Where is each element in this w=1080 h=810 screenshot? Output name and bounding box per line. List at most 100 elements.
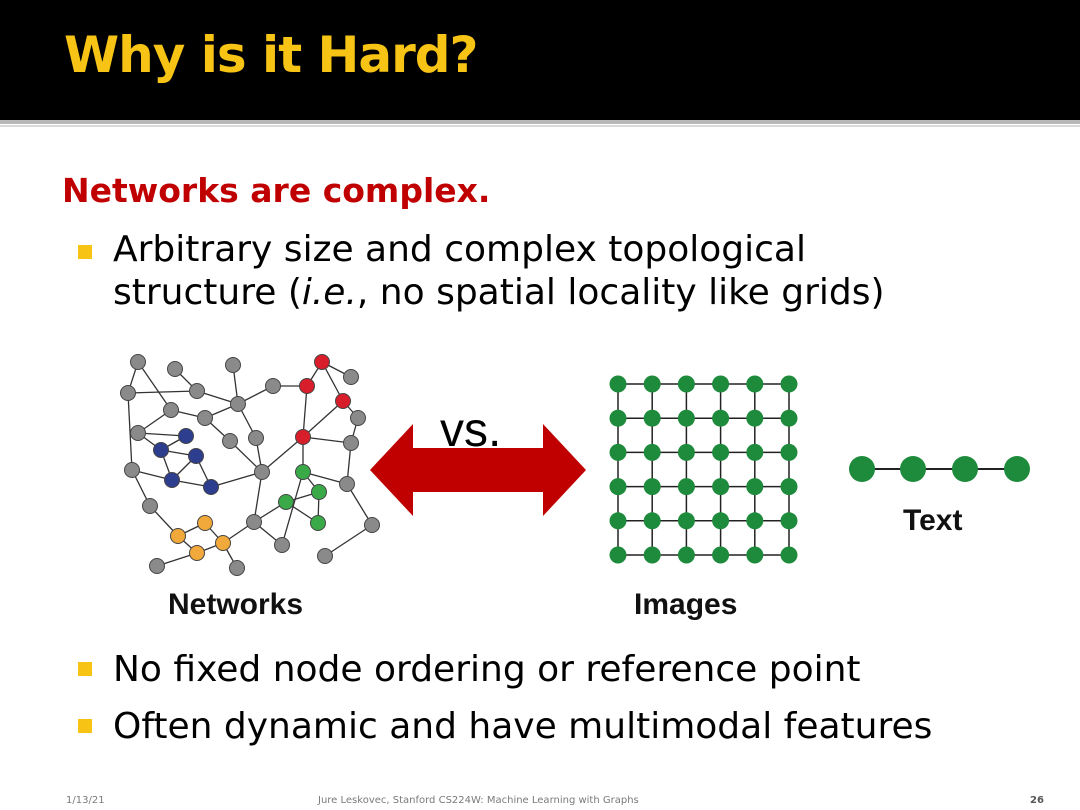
bullet-arbitrary-size: Arbitrary size and complex topological s…: [113, 228, 1013, 314]
network-node: [225, 357, 241, 373]
network-node: [265, 378, 281, 394]
bullet-marker: [78, 245, 92, 259]
grid-node: [677, 512, 695, 530]
network-node: [215, 535, 231, 551]
network-node: [343, 435, 359, 451]
network-edge: [281, 471, 304, 546]
vs-label: vs.: [440, 404, 501, 457]
text-node: [900, 456, 926, 482]
bullet-marker: [78, 662, 92, 676]
network-node: [343, 369, 359, 385]
bullet-marker: [78, 719, 92, 733]
networks-label: Networks: [168, 588, 303, 621]
bullet-line-1: Arbitrary size and complex topological: [113, 229, 806, 270]
bullet-text: structure (: [113, 272, 302, 314]
grid-node: [746, 478, 764, 496]
grid-node: [746, 443, 764, 461]
network-node: [178, 428, 194, 444]
network-node: [197, 515, 213, 531]
network-node: [295, 464, 311, 480]
network-edge: [261, 436, 304, 473]
network-node: [189, 545, 205, 561]
network-edge: [346, 483, 373, 526]
network-edge: [302, 436, 352, 444]
network-node: [246, 514, 262, 530]
network-node: [311, 484, 327, 500]
images-label: Images: [634, 588, 737, 621]
network-edge: [302, 400, 344, 438]
footer-date: 1/13/21: [66, 795, 105, 806]
network-edge: [324, 524, 373, 557]
grid-node: [712, 512, 730, 530]
grid-node: [780, 375, 798, 393]
network-node: [350, 410, 366, 426]
grid-node: [746, 409, 764, 427]
network-node: [130, 354, 146, 370]
grid-node: [677, 409, 695, 427]
double-arrow-icon: [370, 424, 586, 516]
network-edges: [127, 361, 373, 569]
bullet-italic-text: i.e.: [301, 272, 357, 314]
network-node: [222, 433, 238, 449]
grid-node: [609, 443, 627, 461]
grid-node: [609, 512, 627, 530]
grid-node: [609, 546, 627, 564]
grid-node: [712, 546, 730, 564]
network-node: [335, 393, 351, 409]
grid-node: [712, 443, 730, 461]
grid-node: [677, 546, 695, 564]
network-node: [120, 385, 136, 401]
network-edge: [127, 390, 198, 394]
grid-node: [609, 478, 627, 496]
text-chain: [849, 456, 1030, 482]
network-node: [299, 378, 315, 394]
bullet-text: , no spatial locality like grids): [356, 272, 885, 314]
title-divider: [0, 120, 1080, 124]
grid-node: [712, 409, 730, 427]
network-node: [170, 528, 186, 544]
network-node: [188, 448, 204, 464]
grid-node: [609, 409, 627, 427]
grid-node: [746, 512, 764, 530]
network-edge: [127, 392, 133, 471]
network-edge: [253, 471, 263, 523]
bullet-dynamic: Often dynamic and have multimodal featur…: [113, 706, 933, 747]
network-node: [197, 410, 213, 426]
title-divider-thin: [0, 125, 1080, 127]
text-node: [849, 456, 875, 482]
grid-node: [643, 512, 661, 530]
grid-node: [746, 375, 764, 393]
bullet-line-2: structure (i.e., no spatial locality lik…: [113, 271, 1013, 314]
network-node: [189, 383, 205, 399]
grid-node: [643, 443, 661, 461]
network-node: [248, 430, 264, 446]
grid-node: [780, 512, 798, 530]
network-node: [130, 425, 146, 441]
text-node: [1004, 456, 1030, 482]
network-node: [295, 429, 311, 445]
network-node: [203, 479, 219, 495]
network-node: [278, 494, 294, 510]
network-node: [364, 517, 380, 533]
slide-subtitle: Networks are complex.: [62, 171, 491, 210]
network-edge: [302, 385, 308, 438]
grid-node: [643, 478, 661, 496]
network-node: [149, 558, 165, 574]
image-grid: [609, 375, 798, 564]
network-node: [310, 515, 326, 531]
grid-node: [780, 546, 798, 564]
grid-node: [643, 375, 661, 393]
network-node: [230, 396, 246, 412]
network-node: [317, 548, 333, 564]
grid-node: [677, 375, 695, 393]
network-node: [164, 472, 180, 488]
network-edge: [210, 471, 263, 488]
grid-node: [643, 409, 661, 427]
title-bar: [0, 0, 1080, 120]
network-node: [124, 462, 140, 478]
network-node: [314, 354, 330, 370]
network-nodes: [120, 354, 380, 576]
network-node: [254, 464, 270, 480]
network-node: [167, 361, 183, 377]
